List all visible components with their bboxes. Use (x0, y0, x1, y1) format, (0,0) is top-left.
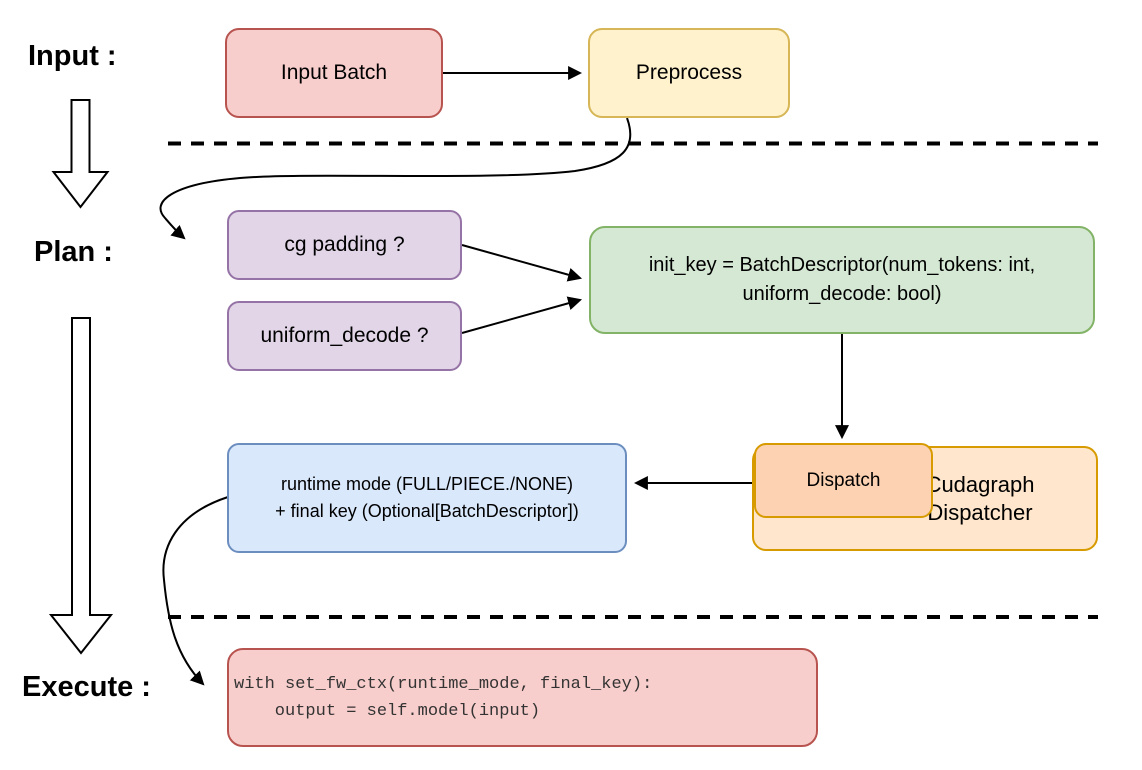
node-preprocess: Preprocess (588, 28, 790, 118)
node-input-batch-label: Input Batch (280, 60, 388, 84)
stage-arrow-input-to-plan (51, 99, 110, 209)
node-input-batch: Input Batch (225, 28, 443, 118)
arrow-uniform-decode-to-init-key (461, 296, 583, 334)
stage-label-execute: Execute : (22, 671, 151, 703)
arrow-runtime-mode-to-execute-code (162, 496, 229, 686)
node-init-key: init_key = BatchDescriptor(num_tokens: i… (589, 226, 1095, 334)
node-dispatch-label: Dispatch (806, 469, 881, 491)
node-init-key-line1: init_key = BatchDescriptor(num_tokens: i… (648, 254, 1036, 276)
node-init-key-line2: uniform_decode: bool) (742, 283, 942, 305)
node-uniform-decode: uniform_decode ? (227, 301, 462, 371)
node-cudagraph-dispatcher-label: Cudagraph Dispatcher (892, 448, 1068, 549)
node-preprocess-label: Preprocess (635, 60, 743, 84)
node-cudagraph-dispatcher-line2: Dispatcher (927, 499, 1033, 525)
stage-label-plan: Plan : (34, 236, 113, 268)
node-cudagraph-dispatcher-line1: Cudagraph (925, 471, 1035, 497)
node-cg-padding: cg padding ? (227, 210, 462, 280)
node-dispatch: Dispatch (754, 443, 933, 518)
execute-code-line1: with set_fw_ctx(runtime_mode, final_key)… (234, 674, 653, 694)
node-cg-padding-label: cg padding ? (284, 232, 405, 256)
node-runtime-mode-line2: + final key (Optional[BatchDescriptor]) (275, 501, 579, 521)
node-uniform-decode-label: uniform_decode ? (260, 323, 429, 347)
stage-arrow-plan-to-execute (48, 317, 114, 655)
execute-code-line2: output = self.model(input) (234, 701, 541, 721)
stage-label-input: Input : (28, 40, 117, 72)
arrow-cg-padding-to-init-key (461, 244, 583, 282)
node-runtime-mode: runtime mode (FULL/PIECE./NONE) + final … (227, 443, 627, 553)
node-execute-code: with set_fw_ctx(runtime_mode, final_key)… (227, 648, 818, 747)
node-runtime-mode-line1: runtime mode (FULL/PIECE./NONE) (280, 474, 574, 494)
